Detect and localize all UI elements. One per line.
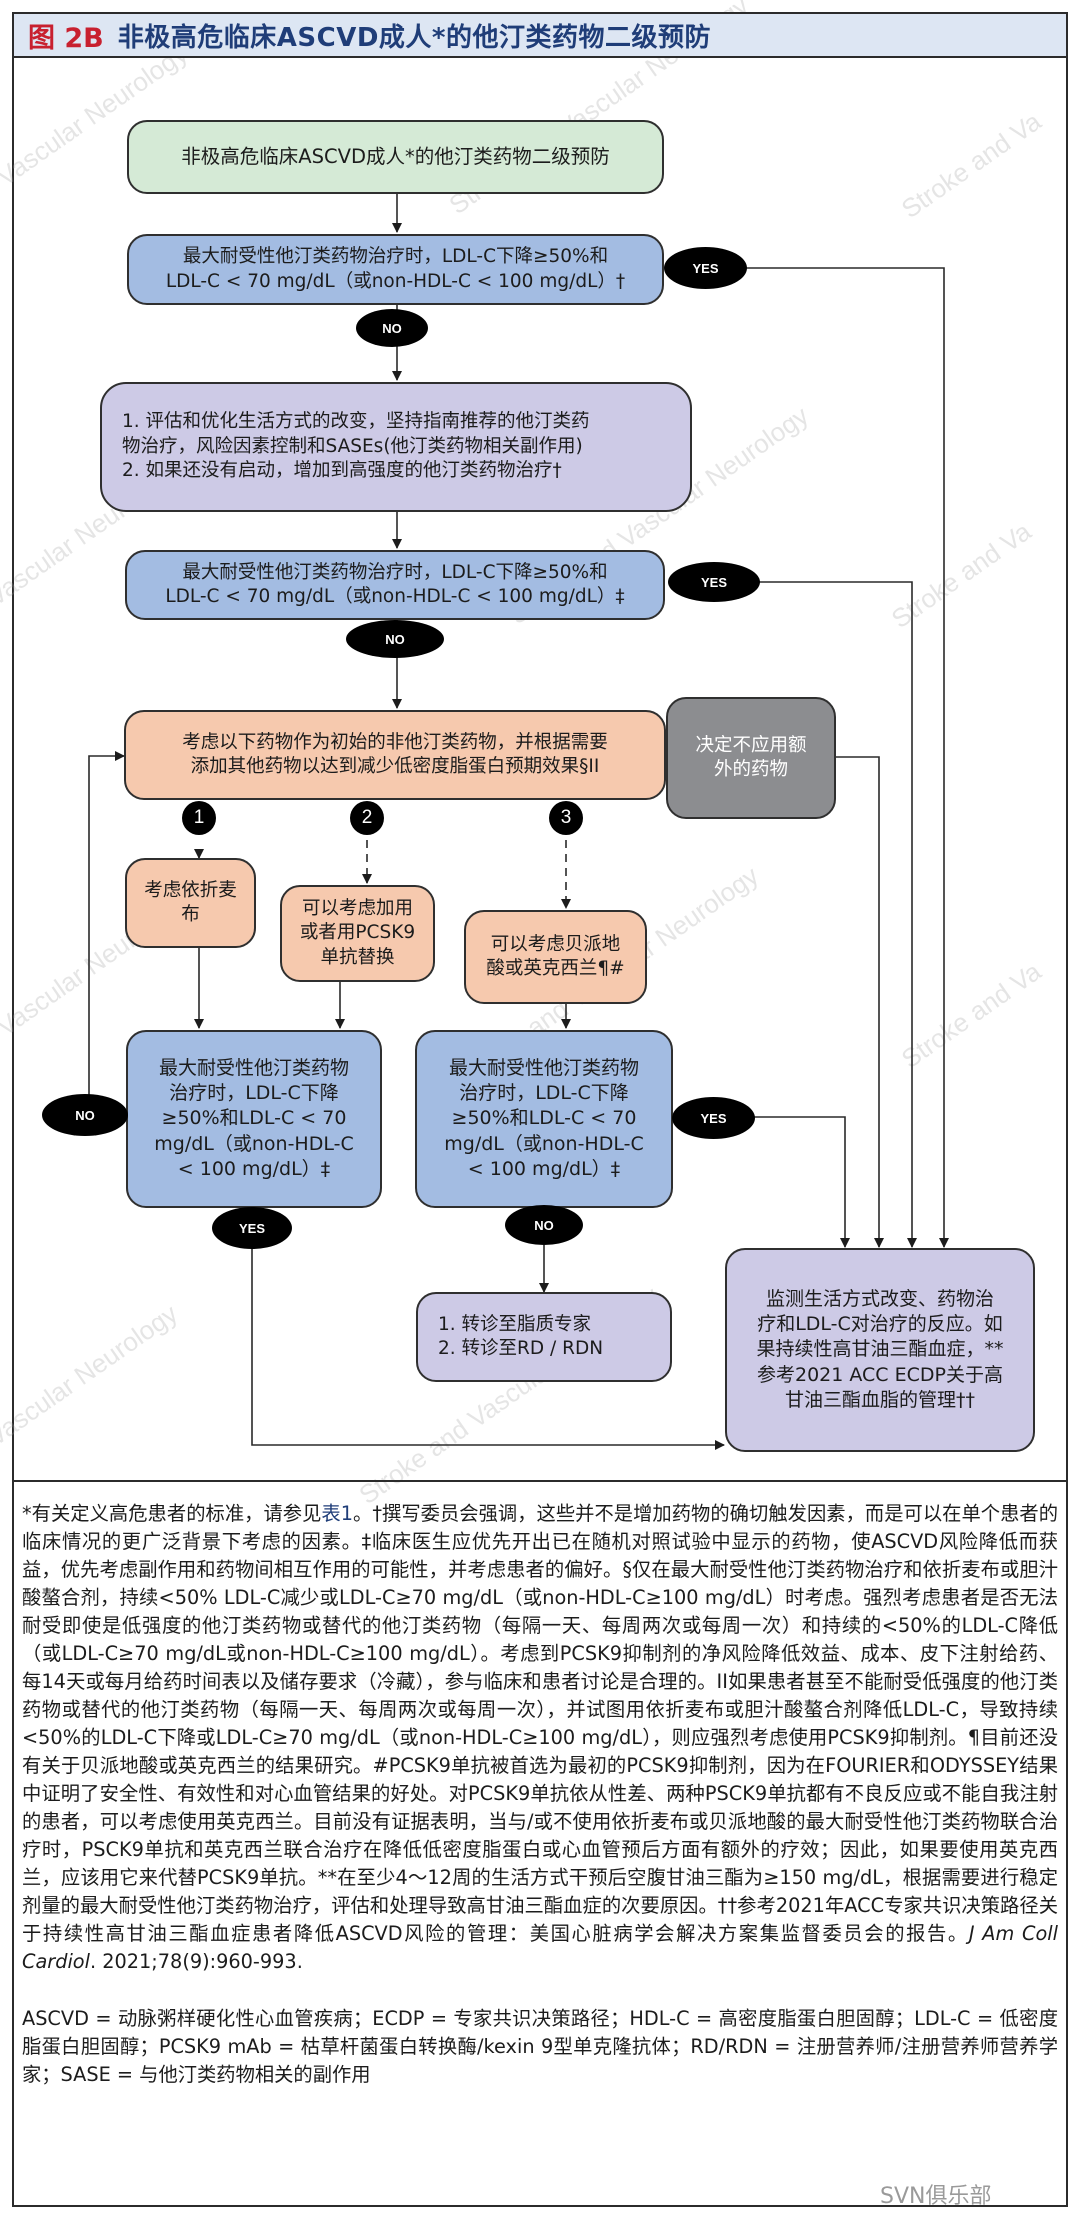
- arrow-decision3-no-loop: [88, 751, 125, 1104]
- decision3-line: mg/dL（或non-HDL-C: [154, 1132, 354, 1155]
- footnote-text: 。†撰写委员会强调，这些并不是增加药物的确切触发因素，而是可以在单个患者的临床情…: [22, 1502, 1059, 1945]
- consider-nonstatin-box: 考虑以下药物作为初始的非他汀类药物，并根据需要 添加其他药物以达到减少低密度脂蛋…: [124, 710, 666, 800]
- decision4-no-label: NO: [505, 1205, 583, 1245]
- consider-line2: 添加其他药物以达到减少低密度脂蛋白预期效果§II: [190, 756, 600, 777]
- option1-ezetimibe-box: 考虑依折麦 布: [125, 858, 256, 948]
- arrow-decision1-yes: [745, 267, 949, 1248]
- arrow-decision3-yes: [251, 1230, 725, 1450]
- action1-box: 1. 评估和优化生活方式的改变，坚持指南推荐的他汀类药 物治疗，风险因素控制和S…: [100, 382, 692, 512]
- decision1-line1: 最大耐受性他汀类药物治疗时，LDL-C下降≥50%和: [182, 246, 609, 268]
- start-box: 非极高危临床ASCVD成人*的他汀类药物二级预防: [127, 120, 664, 194]
- option2-line3: 单抗替换: [320, 946, 395, 968]
- action1-line2: 物治疗，风险因素控制和SASEs(他汀类药物相关副作用): [122, 435, 583, 457]
- decision4-box: 最大耐受性他汀类药物 治疗时，LDL-C下降 ≥50%和LDL-C < 70 m…: [415, 1030, 673, 1208]
- monitor-line: 监测生活方式改变、药物治: [765, 1288, 994, 1311]
- decision4-line: ≥50%和LDL-C < 70: [451, 1107, 637, 1130]
- table1-link[interactable]: 表1: [321, 1502, 353, 1525]
- decision2-yes-label: YES: [668, 562, 760, 602]
- decision1-line2: LDL-C < 70 mg/dL（或non-HDL-C < 100 mg/dL）…: [165, 270, 626, 292]
- referral-box: 1. 转诊至脂质专家 2. 转诊至RD / RDN: [416, 1292, 672, 1382]
- decision4-line: 治疗时，LDL-C下降: [459, 1082, 629, 1105]
- figure-title: 非极高危临床ASCVD成人*的他汀类药物二级预防: [117, 22, 712, 53]
- monitor-line: 甘油三酯血脂的管理††: [784, 1388, 975, 1411]
- action1-line3: 2. 如果还没有启动，增加到高强度的他汀类药物治疗†: [122, 460, 562, 482]
- journal-name: J Am Coll Cardiol: [22, 1921, 1058, 1973]
- action1-line1: 1. 评估和优化生活方式的改变，坚持指南推荐的他汀类药: [122, 411, 590, 433]
- option2-line1: 可以考虑加用: [301, 897, 413, 919]
- arrow-decision4-yes: [753, 1116, 850, 1248]
- decision3-yes-label: YES: [212, 1207, 292, 1249]
- arrow-decision2-yes: [758, 581, 917, 1248]
- no-additional-line2: 外的药物: [713, 759, 788, 780]
- monitor-line: 疗和LDL-C对治疗的反应。如: [757, 1313, 1003, 1336]
- decision1-box: 最大耐受性他汀类药物治疗时，LDL-C下降≥50%和 LDL-C < 70 mg…: [127, 234, 664, 305]
- consider-line1: 考虑以下药物作为初始的非他汀类药物，并根据需要: [182, 731, 608, 753]
- decision2-no-label: NO: [346, 620, 444, 658]
- option3-bempedoic-box: 可以考虑贝派地 酸或英克西兰¶#: [464, 910, 647, 1004]
- option1-line2: 布: [181, 904, 200, 925]
- brand-watermark: SVN俱乐部: [880, 2184, 992, 2209]
- option2-number-badge: 2: [350, 801, 384, 835]
- decision1-yes-label: YES: [664, 247, 747, 289]
- decision2-line2: LDL-C < 70 mg/dL（或non-HDL-C < 100 mg/dL）…: [165, 586, 625, 607]
- no-additional-line1: 决定不应用额: [695, 734, 807, 756]
- decision3-line: 最大耐受性他汀类药物: [158, 1057, 349, 1080]
- option3-line2: 酸或英克西兰¶#: [486, 958, 625, 979]
- section-divider: [12, 1480, 1068, 1482]
- monitor-box: 监测生活方式改变、药物治 疗和LDL-C对治疗的反应。如 果持续性高甘油三酯血症…: [725, 1248, 1035, 1452]
- abbreviations: ASCVD = 动脉粥样硬化性心血管疾病；ECDP = 专家共识决策路径；HDL…: [22, 2007, 1058, 2087]
- arrow-no-additional: [836, 756, 884, 1248]
- decision4-line: mg/dL（或non-HDL-C: [444, 1132, 644, 1155]
- flowchart-connectors: [88, 192, 949, 1450]
- referral-line1: 1. 转诊至脂质专家: [438, 1313, 592, 1335]
- decision3-no-label: NO: [42, 1094, 128, 1136]
- decision2-box: 最大耐受性他汀类药物治疗时，LDL-C下降≥50%和 LDL-C < 70 mg…: [125, 550, 665, 620]
- option1-line1: 考虑依折麦: [144, 879, 237, 901]
- figure-number: 图 2B: [28, 22, 104, 54]
- decision4-line: < 100 mg/dL）‡: [467, 1157, 621, 1180]
- decision1-no-label: NO: [356, 309, 428, 347]
- referral-line2: 2. 转诊至RD / RDN: [438, 1338, 604, 1359]
- option2-line2: 或者用PCSK9: [299, 922, 416, 944]
- decision4-yes-label: YES: [672, 1097, 755, 1139]
- no-additional-drug-box: 决定不应用额 外的药物: [666, 697, 836, 819]
- footnote-paragraph: *有关定义高危患者的标准，请参见表1。†撰写委员会强调，这些并不是增加药物的确切…: [22, 1500, 1058, 1975]
- decision3-line: ≥50%和LDL-C < 70: [161, 1107, 347, 1130]
- footnotes: *有关定义高危患者的标准，请参见表1。†撰写委员会强调，这些并不是增加药物的确切…: [22, 1500, 1058, 2089]
- decision3-line: 治疗时，LDL-C下降: [169, 1082, 339, 1105]
- option3-number-badge: 3: [549, 801, 583, 835]
- monitor-line: 参考2021 ACC ECDP关于高: [756, 1363, 1003, 1386]
- decision4-line: 最大耐受性他汀类药物: [448, 1057, 639, 1080]
- decision3-box: 最大耐受性他汀类药物 治疗时，LDL-C下降 ≥50%和LDL-C < 70 m…: [126, 1030, 382, 1208]
- decision3-line: < 100 mg/dL）‡: [177, 1157, 331, 1180]
- decision2-line1: 最大耐受性他汀类药物治疗时，LDL-C下降≥50%和: [182, 561, 608, 583]
- citation: . 2021;78(9):960-993.: [89, 1949, 303, 1973]
- option3-line1: 可以考虑贝派地: [490, 933, 621, 955]
- monitor-line: 果持续性高甘油三酯血症，**: [756, 1338, 1004, 1361]
- figure-title-bar: 图 2B 非极高危临床ASCVD成人*的他汀类药物二级预防: [12, 12, 1068, 58]
- footnote-text: *有关定义高危患者的标准，请参见: [22, 1502, 322, 1525]
- option1-number-badge: 1: [182, 801, 216, 835]
- option2-pcsk9-box: 可以考虑加用 或者用PCSK9 单抗替换: [280, 885, 435, 982]
